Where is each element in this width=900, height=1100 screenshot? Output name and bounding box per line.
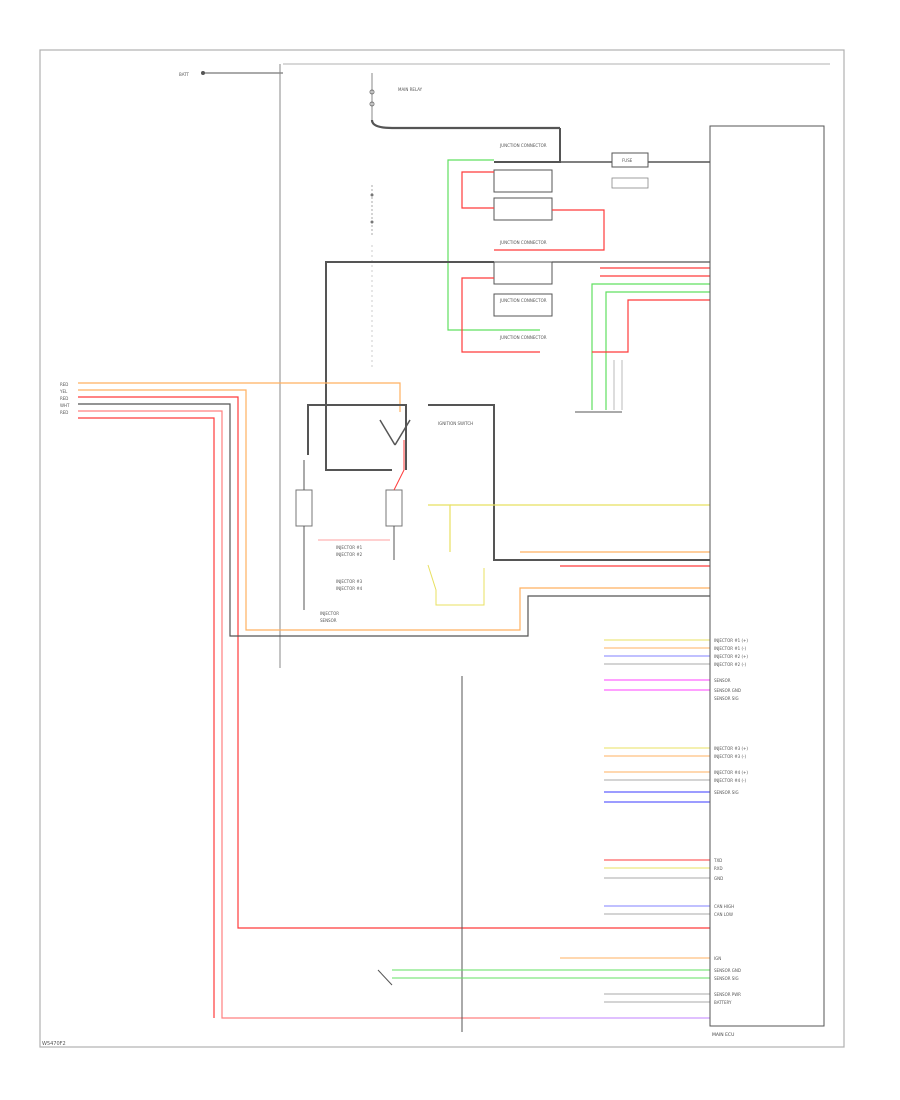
ecu-pin-label: RXD [714,866,723,871]
rear-b-label-2: INJECTOR #4 [336,586,363,591]
upper-signal-wires [575,267,710,413]
left-wire-4: WHT [60,403,70,408]
left-wire-2: YEL [59,389,68,394]
junction-label-1: JUNCTION CONNECTOR [499,143,547,148]
left-wire-1: RED [60,382,68,387]
junction-label-3: JUNCTION CONNECTOR [499,298,547,303]
rear-a-label-2: INJECTOR #2 [336,552,363,557]
switch-label: IGNITION SWITCH [438,421,473,426]
ecu-pin-label: SENSOR SIG [714,976,739,981]
junction-label-4: JUNCTION CONNECTOR [499,335,547,340]
ecu-label: MAIN ECU [712,1032,734,1038]
ecu-pin-label: SENSOR SIG [714,790,739,795]
ecu-pin-label: INJECTOR #1 (+) [714,638,748,643]
ecu-pin-label: SENSOR GND [714,688,741,693]
fuse-label: FUSE [622,158,633,163]
ecu-pin-label: INJECTOR #1 (-) [714,646,746,651]
ecu-pin-label: INJECTOR #2 (-) [714,662,746,667]
figure-code: W5470F2 [42,1041,66,1047]
fuse: FUSE [611,152,710,189]
ecu-pin-label: INJECTOR #4 (+) [714,770,748,775]
ecu-pin-label: BATTERY [714,1000,732,1005]
junction-connectors: JUNCTION CONNECTOR JUNCTION CONNECTOR JU… [325,128,710,428]
rear-c-label-1: INJECTOR [320,611,339,616]
battery-feed: BATT [179,63,830,668]
ecu-pin-label: SENSOR SIG [714,696,739,701]
ecu-pin-label: GND [714,876,723,881]
rear-a-label-1: INJECTOR #1 [336,545,363,550]
ignition-switch-block: IGNITION SWITCH INJECTOR #1 INJECTOR #2 … [295,404,710,623]
junction-label-2: JUNCTION CONNECTOR [499,240,547,245]
main-relay-label: MAIN RELAY [398,87,423,92]
main-relay: MAIN RELAY [369,73,560,368]
ecu-pin-label: SENSOR GND [714,968,741,973]
rear-b-label-1: INJECTOR #3 [336,579,363,584]
ecu-pin-label: INJECTOR #3 (-) [714,754,746,759]
rear-c-label-2: SENSOR [320,618,337,623]
ecu-pin-label: TXD [713,858,722,863]
left-wire-3: RED [60,396,68,401]
ecu-pin-label: INJECTOR #2 (+) [714,654,748,659]
lower-wire-groups [377,639,710,1019]
ecu-block: MAIN ECU INJECTOR #1 (+)INJECTOR #1 (-)I… [709,125,825,1038]
left-harness: RED YEL RED WHT RED [59,382,710,1019]
ecu-pin-label: CAN LOW [714,912,733,917]
ecu-pin-label: SENSOR [714,678,731,683]
ecu-pin-label: IGN [714,956,721,961]
diagram-frame [39,49,845,1048]
ecu-pin-label: INJECTOR #4 (-) [714,778,746,783]
ecu-pin-label: SENSOR PWR [714,992,741,997]
ecu-pin-label: CAN HIGH [714,904,734,909]
ecu-pin-labels: INJECTOR #1 (+) INJECTOR #1 (-) INJECTOR #… [713,638,748,1005]
battery-label: BATT [179,72,190,77]
left-wire-5: RED [60,410,68,415]
ecu-pin-label: INJECTOR #3 (+) [714,746,748,751]
